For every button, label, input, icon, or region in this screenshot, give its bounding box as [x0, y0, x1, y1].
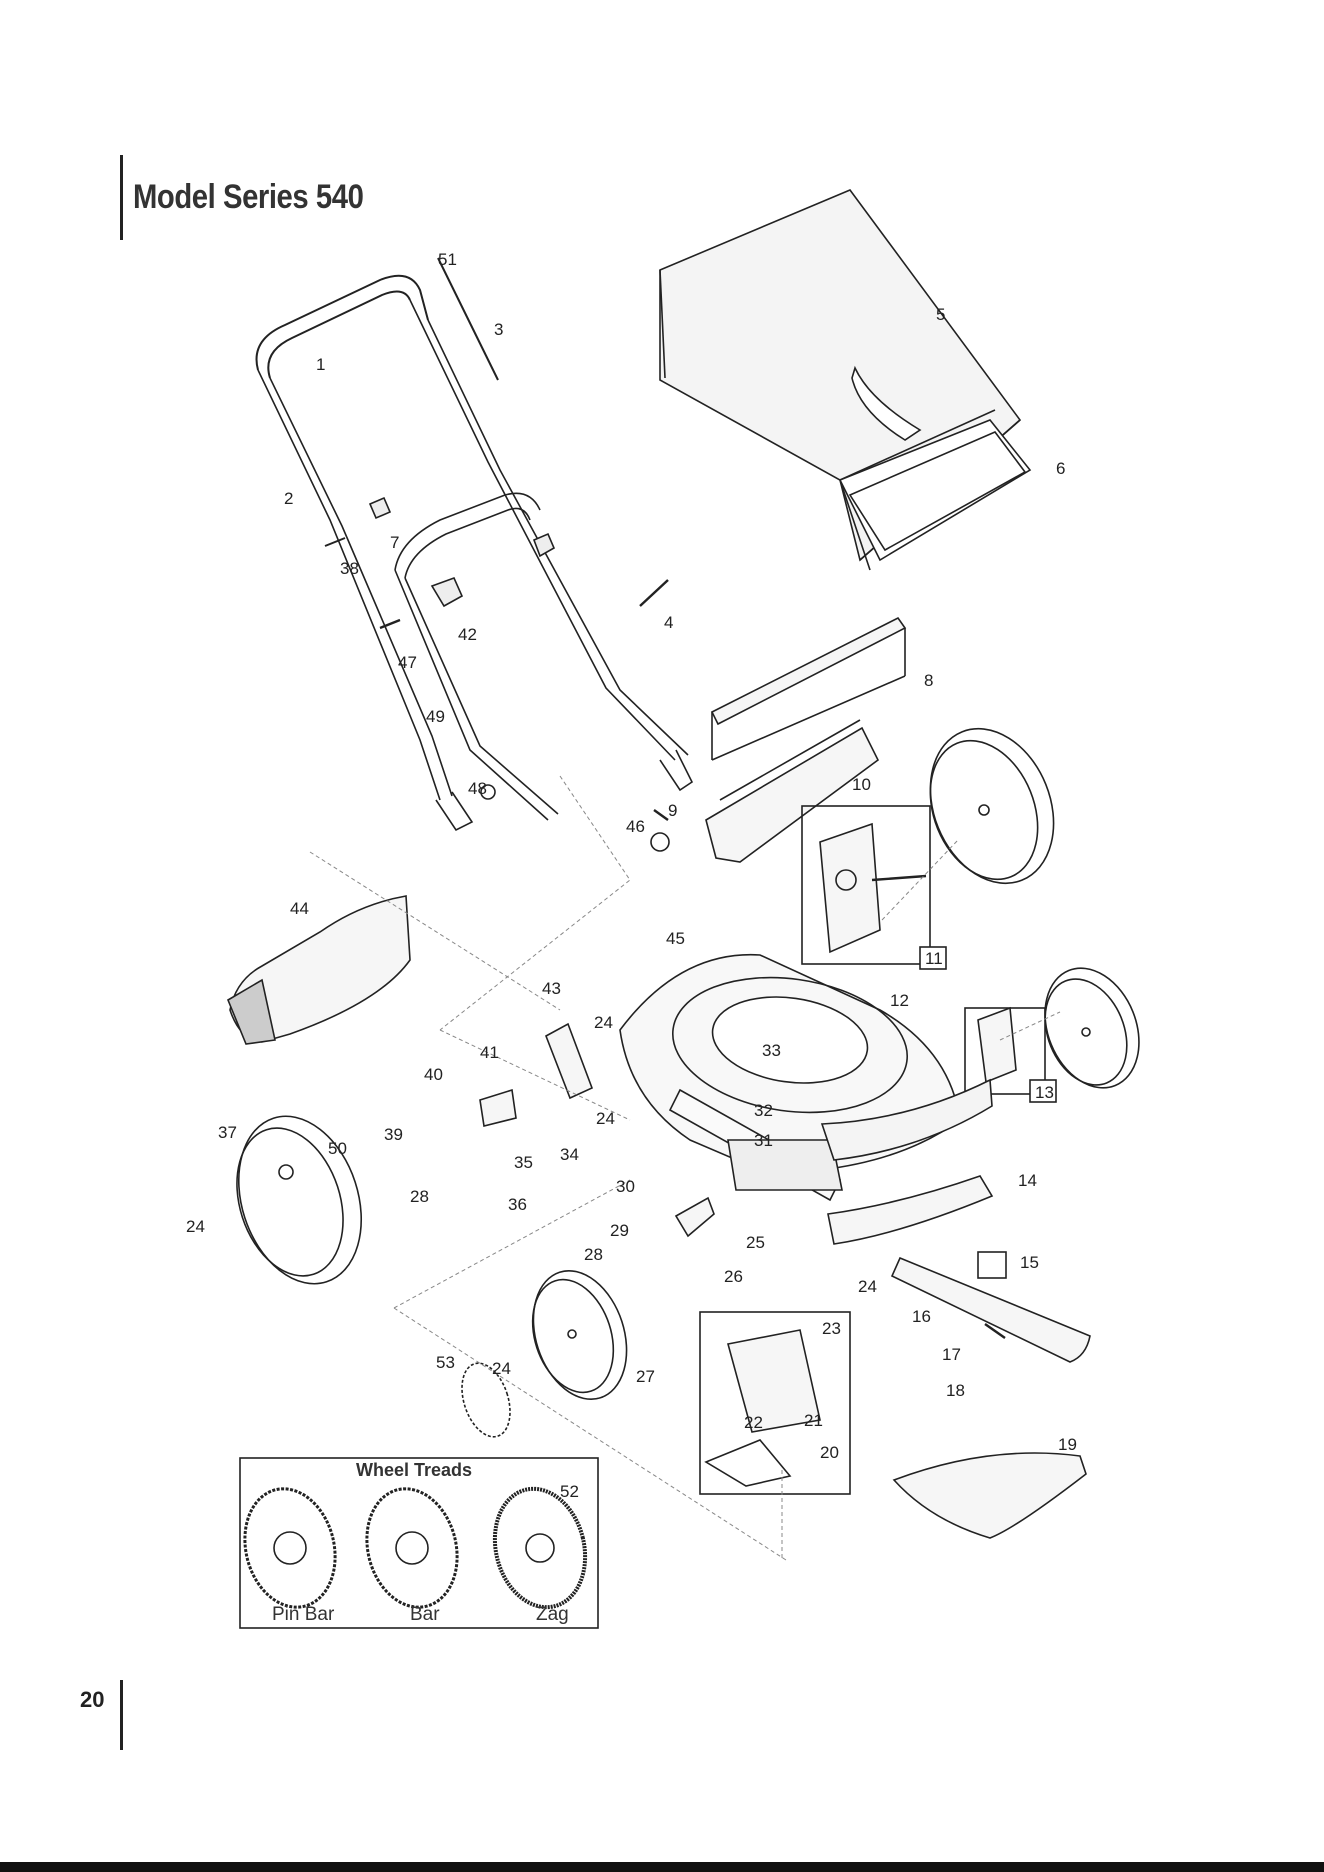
callout-24: 24 [492, 1359, 511, 1378]
callout-40: 40 [424, 1065, 443, 1084]
callout-4: 4 [664, 613, 673, 632]
callout-36: 36 [508, 1195, 527, 1214]
callout-53: 53 [436, 1353, 455, 1372]
callout-44: 44 [290, 899, 309, 918]
callout-14: 14 [1018, 1171, 1037, 1190]
callout-49: 49 [426, 707, 445, 726]
pin [325, 538, 345, 546]
spring-icon [651, 833, 669, 851]
callout-24: 24 [858, 1277, 877, 1296]
callout-19: 19 [1058, 1435, 1077, 1454]
callout-34: 34 [560, 1145, 579, 1164]
callout-28: 28 [410, 1187, 429, 1206]
callout-39: 39 [384, 1125, 403, 1144]
page-number-bar [120, 1680, 123, 1750]
mower-deck [620, 955, 960, 1200]
callout-28: 28 [584, 1245, 603, 1264]
callout-43: 43 [542, 979, 561, 998]
callout-32: 32 [754, 1101, 773, 1120]
callout-16: 16 [912, 1307, 931, 1326]
callout-1: 1 [316, 355, 325, 374]
height-adjuster-rear [802, 806, 946, 969]
tread-pointer-label: 52 [560, 1482, 579, 1502]
callout-47: 47 [398, 653, 417, 672]
wheel-front-left [518, 1259, 642, 1412]
wheel-treads-title: Wheel Treads [356, 1460, 472, 1481]
mulch-door-box [700, 1312, 850, 1494]
axle-plate [480, 1090, 516, 1126]
callout-51: 51 [438, 250, 457, 269]
callout-33: 33 [762, 1041, 781, 1060]
callout-5: 5 [936, 305, 945, 324]
callout-38: 38 [340, 559, 359, 578]
tread-label-pin-bar: Pin Bar [272, 1604, 334, 1626]
callout-2: 2 [284, 489, 293, 508]
bottom-rule [0, 1862, 1324, 1872]
guide-lines [310, 776, 1060, 1560]
callout-35: 35 [514, 1153, 533, 1172]
callout-13: 13 [1035, 1083, 1054, 1102]
callout-20: 20 [820, 1443, 839, 1462]
callout-29: 29 [610, 1221, 629, 1240]
callout-27: 27 [636, 1367, 655, 1386]
callout-45: 45 [666, 929, 685, 948]
callout-31: 31 [754, 1131, 773, 1150]
rear-skirt [828, 1176, 992, 1244]
callout-22: 22 [744, 1413, 763, 1432]
grass-bag [660, 190, 1030, 570]
tread-label-bar: Bar [410, 1604, 440, 1626]
callout-24: 24 [186, 1217, 205, 1236]
callout-3: 3 [494, 320, 503, 339]
callout-17: 17 [942, 1345, 961, 1364]
mulch-door [894, 1453, 1086, 1538]
rod [654, 810, 668, 820]
bag-bar-frame [712, 628, 905, 760]
callout-7: 7 [390, 533, 399, 552]
height-lever [676, 1198, 714, 1236]
carriage-bolt [640, 580, 668, 606]
callout-37: 37 [218, 1123, 237, 1142]
page-number: 20 [80, 1687, 104, 1713]
callout-24: 24 [594, 1013, 613, 1032]
tread-label-zag: Zag [536, 1604, 569, 1626]
callout-30: 30 [616, 1177, 635, 1196]
callout-42: 42 [458, 625, 477, 644]
callout-50: 50 [328, 1139, 347, 1158]
callout-23: 23 [822, 1319, 841, 1338]
callout-11: 11 [925, 949, 943, 968]
callout-46: 46 [626, 817, 645, 836]
wheel-rear-right [908, 710, 1075, 902]
callout-24: 24 [596, 1109, 615, 1128]
callout-25: 25 [746, 1233, 765, 1252]
bag-bar [712, 618, 905, 724]
callout-48: 48 [468, 779, 487, 798]
callout-8: 8 [924, 671, 933, 690]
blade-adapter [978, 1252, 1006, 1278]
pivot-bracket [546, 1024, 592, 1098]
callout-12: 12 [890, 991, 909, 1010]
wheel-treads-panel [233, 1458, 598, 1628]
callout-10: 10 [852, 775, 871, 794]
callout-9: 9 [668, 801, 677, 820]
callout-41: 41 [480, 1043, 499, 1062]
callout-6: 6 [1056, 459, 1065, 478]
wheel-rear-left [218, 1100, 381, 1299]
callout-26: 26 [724, 1267, 743, 1286]
callout-18: 18 [946, 1381, 965, 1400]
callout-15: 15 [1020, 1253, 1039, 1272]
discharge-chute [228, 896, 410, 1044]
callout-21: 21 [804, 1411, 823, 1430]
cable-rod [438, 258, 498, 380]
